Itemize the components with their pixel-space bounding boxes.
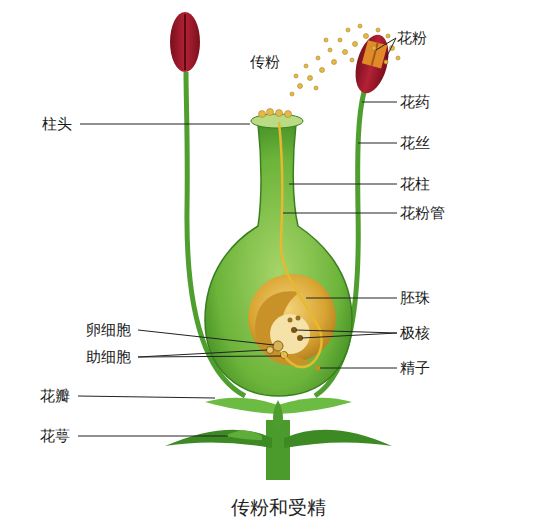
anther — [350, 31, 395, 97]
embryo-sac — [270, 314, 310, 354]
part-label: 传粉 — [250, 55, 280, 70]
antipodal-cell — [296, 316, 301, 321]
anther — [184, 14, 186, 70]
sperm — [316, 366, 321, 371]
petal — [205, 398, 278, 414]
petal — [278, 398, 352, 414]
part-label: 助细胞 — [86, 350, 131, 365]
sepal — [284, 430, 392, 448]
part-label: 花粉管 — [400, 206, 445, 221]
part-label: 花萼 — [40, 429, 70, 444]
part-label: 花药 — [400, 95, 430, 110]
part-label: 花丝 — [400, 136, 430, 151]
synergid — [267, 347, 274, 354]
antipodal-cell — [288, 318, 293, 323]
sepal — [225, 431, 262, 441]
part-label: 极核 — [400, 326, 430, 341]
sepal — [165, 430, 272, 448]
figure-caption: 传粉和受精 — [231, 498, 326, 517]
part-label: 花粉 — [397, 31, 427, 46]
part-label: 胚珠 — [400, 291, 430, 306]
pistil — [205, 124, 352, 396]
pollen-grains — [259, 24, 401, 118]
egg-cell — [273, 341, 283, 351]
leader-lines — [78, 38, 397, 436]
petal — [273, 400, 283, 432]
part-label: 卵细胞 — [86, 323, 131, 338]
part-label: 花瓣 — [40, 389, 70, 404]
part-label: 柱头 — [42, 117, 72, 132]
part-label: 花柱 — [400, 177, 430, 192]
anther — [170, 12, 200, 72]
part-label: 精子 — [400, 361, 430, 376]
